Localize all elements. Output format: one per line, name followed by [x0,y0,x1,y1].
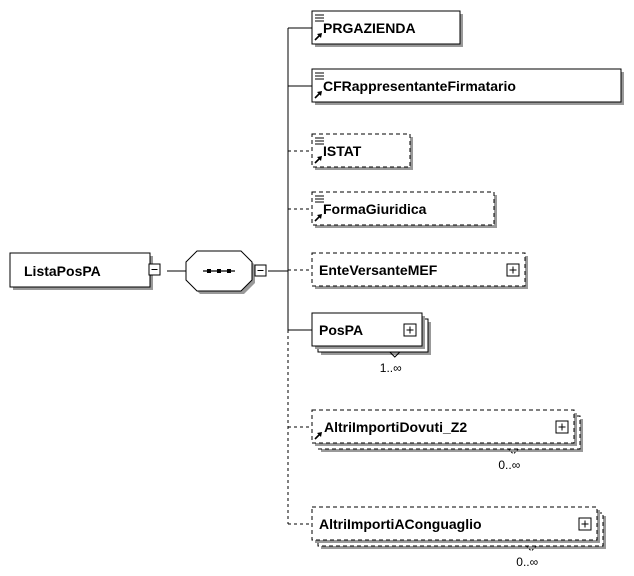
sequence-compositor[interactable] [185,250,267,294]
cardinality-label: 0..∞ [516,555,538,569]
element-label: AltriImportiAConguaglio [319,516,482,532]
collapse-icon[interactable] [148,263,161,276]
root-element[interactable]: ListaPosPA [9,252,161,290]
element-prgazienda[interactable]: PRGAZIENDA [311,10,463,47]
element-label: PosPA [319,322,363,338]
element-box [311,252,526,287]
element-box [311,191,495,226]
simple-type-icon [315,14,324,22]
element-istat[interactable]: ISTAT [311,133,413,170]
element-altriimportidovuti[interactable]: AltriImportiDovuti_Z2 0..∞ [311,409,583,472]
expand-icon[interactable] [578,517,592,531]
cardinality-marker [389,351,401,358]
element-label: EnteVersanteMEF [319,262,438,278]
collapse-icon[interactable] [254,264,267,277]
reference-arrow-icon [314,156,322,164]
expand-icon[interactable] [555,420,569,434]
element-box [311,133,411,168]
connector-lines [167,27,312,525]
reference-arrow-icon [314,91,322,99]
simple-type-icon [315,72,324,80]
element-box [311,506,598,541]
reference-arrow-icon [314,214,322,222]
element-cfrappresentante[interactable]: CFRappresentanteFirmatario [311,68,624,105]
root-element-label: ListaPosPA [24,263,101,279]
expand-icon[interactable] [403,323,417,337]
element-label: ISTAT [323,143,362,159]
element-box [311,10,461,45]
simple-type-icon [315,195,324,203]
cardinality-label: 0..∞ [498,458,520,472]
element-altriimporticonguaglio[interactable]: AltriImportiAConguaglio 0..∞ [311,506,606,569]
reference-arrow-icon [314,432,322,440]
child-elements: PRGAZIENDA CFRappresentanteFirmatarioISTA… [311,10,624,569]
element-box [311,68,622,103]
cardinality-label: 1..∞ [380,361,402,375]
element-pospa[interactable]: PosPA 1..∞ [311,312,431,375]
element-enteversantemef[interactable]: EnteVersanteMEF [311,252,528,289]
element-box [311,409,575,444]
reference-arrow-icon [314,33,322,41]
simple-type-icon [315,137,324,145]
element-label: FormaGiuridica [323,201,427,217]
element-label: AltriImportiDovuti_Z2 [324,419,467,435]
element-label: PRGAZIENDA [323,20,416,36]
sequence-icon [203,269,235,273]
expand-icon[interactable] [506,263,520,277]
element-label: CFRappresentanteFirmatario [323,78,516,94]
element-formagiuridica[interactable]: FormaGiuridica [311,191,497,228]
